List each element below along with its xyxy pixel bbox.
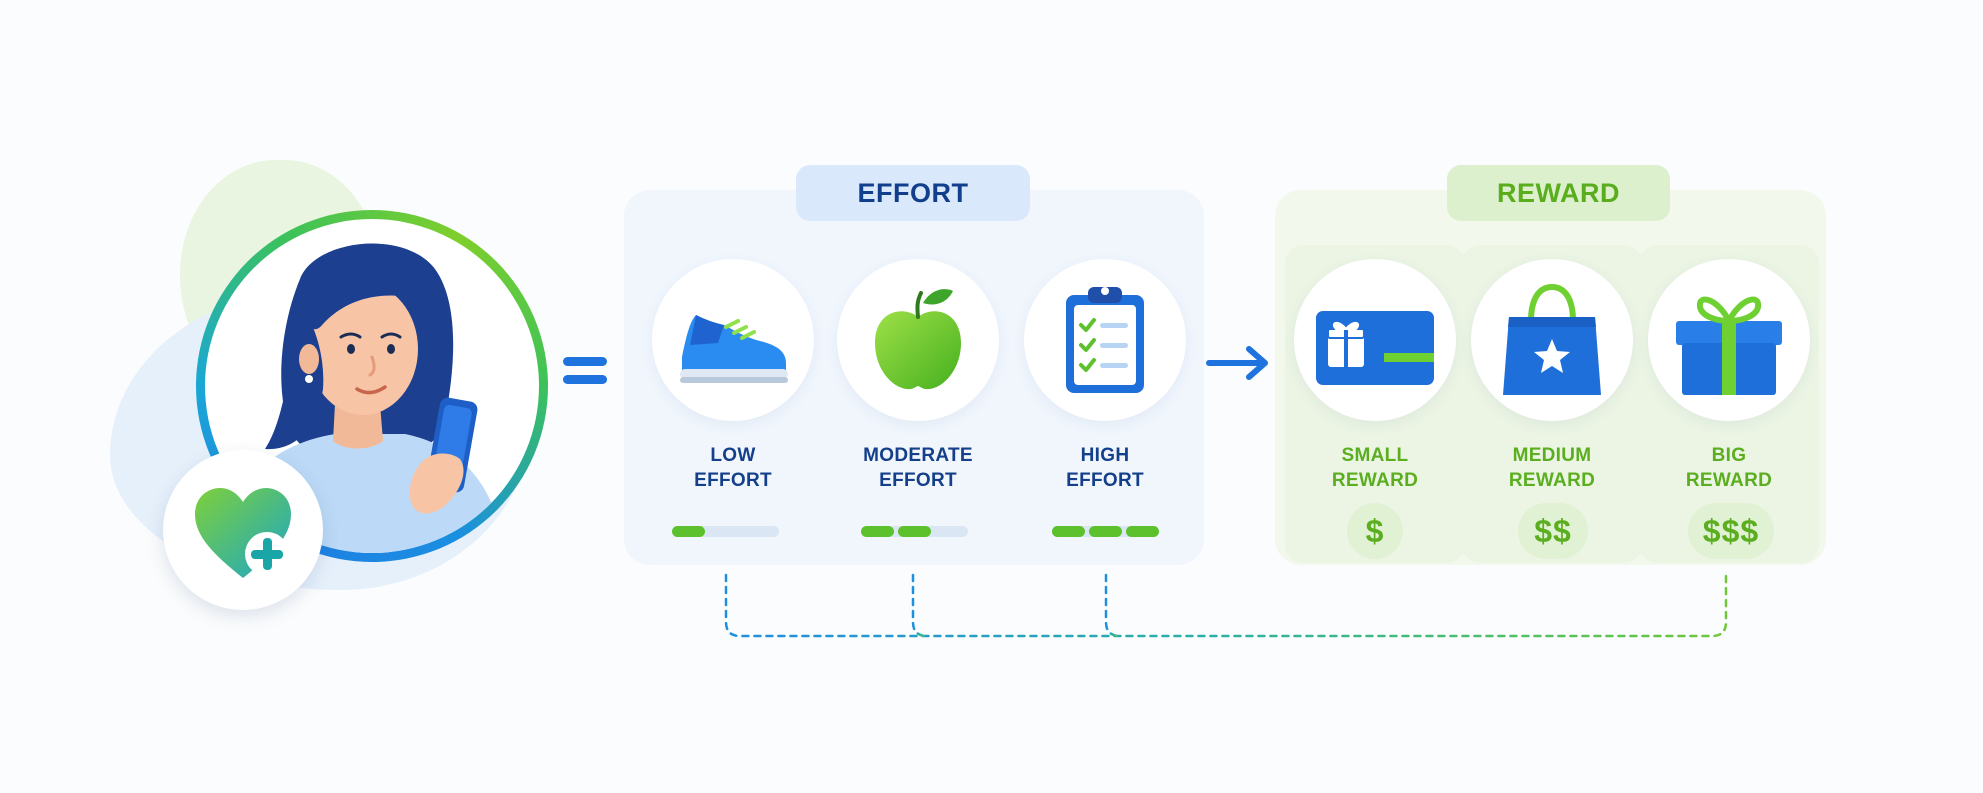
small-reward-amount: $ (1347, 503, 1403, 559)
apple-icon (875, 289, 961, 390)
equals-sign (563, 375, 607, 384)
effort-level-segment (672, 526, 705, 537)
medium-reward-label: MEDIUM REWARD (1508, 445, 1596, 491)
moderate-effort-icon-circle (837, 259, 999, 421)
big-reward-amount: $$$ (1688, 503, 1774, 559)
arrow-right-icon (1206, 346, 1268, 380)
effort-level-segment (898, 526, 931, 537)
small-reward-label: SMALL REWARD (1331, 445, 1419, 491)
sneaker-icon (680, 315, 788, 383)
big-reward-icon-circle (1648, 259, 1810, 421)
low-effort-label: LOW EFFORT (694, 445, 772, 491)
effort-level-track (672, 526, 779, 537)
small-reward-icon-circle (1294, 259, 1456, 421)
effort-title: EFFORT (796, 165, 1030, 221)
heart-plus-icon (195, 488, 291, 578)
gift-box-icon (1676, 296, 1782, 395)
medium-reward-amount: $$ (1518, 503, 1588, 559)
health-badge (163, 450, 323, 610)
effort-level-segment (861, 526, 894, 537)
high-effort-label: HIGH EFFORT (1066, 445, 1144, 491)
big-reward-label: BIG REWARD (1685, 445, 1773, 491)
shopping-bag-icon (1503, 283, 1601, 395)
effort-level-segment (1052, 526, 1085, 537)
effort-level-segment (1126, 526, 1159, 537)
moderate-effort-label: MODERATE EFFORT (863, 445, 973, 491)
gift-card-icon (1316, 311, 1434, 385)
equals-sign (563, 357, 607, 366)
reward-title: REWARD (1447, 165, 1670, 221)
low-effort-icon-circle (652, 259, 814, 421)
high-effort-icon-circle (1024, 259, 1186, 421)
effort-level-segment (1089, 526, 1122, 537)
medium-reward-icon-circle (1471, 259, 1633, 421)
clipboard-checklist-icon (1066, 287, 1144, 393)
